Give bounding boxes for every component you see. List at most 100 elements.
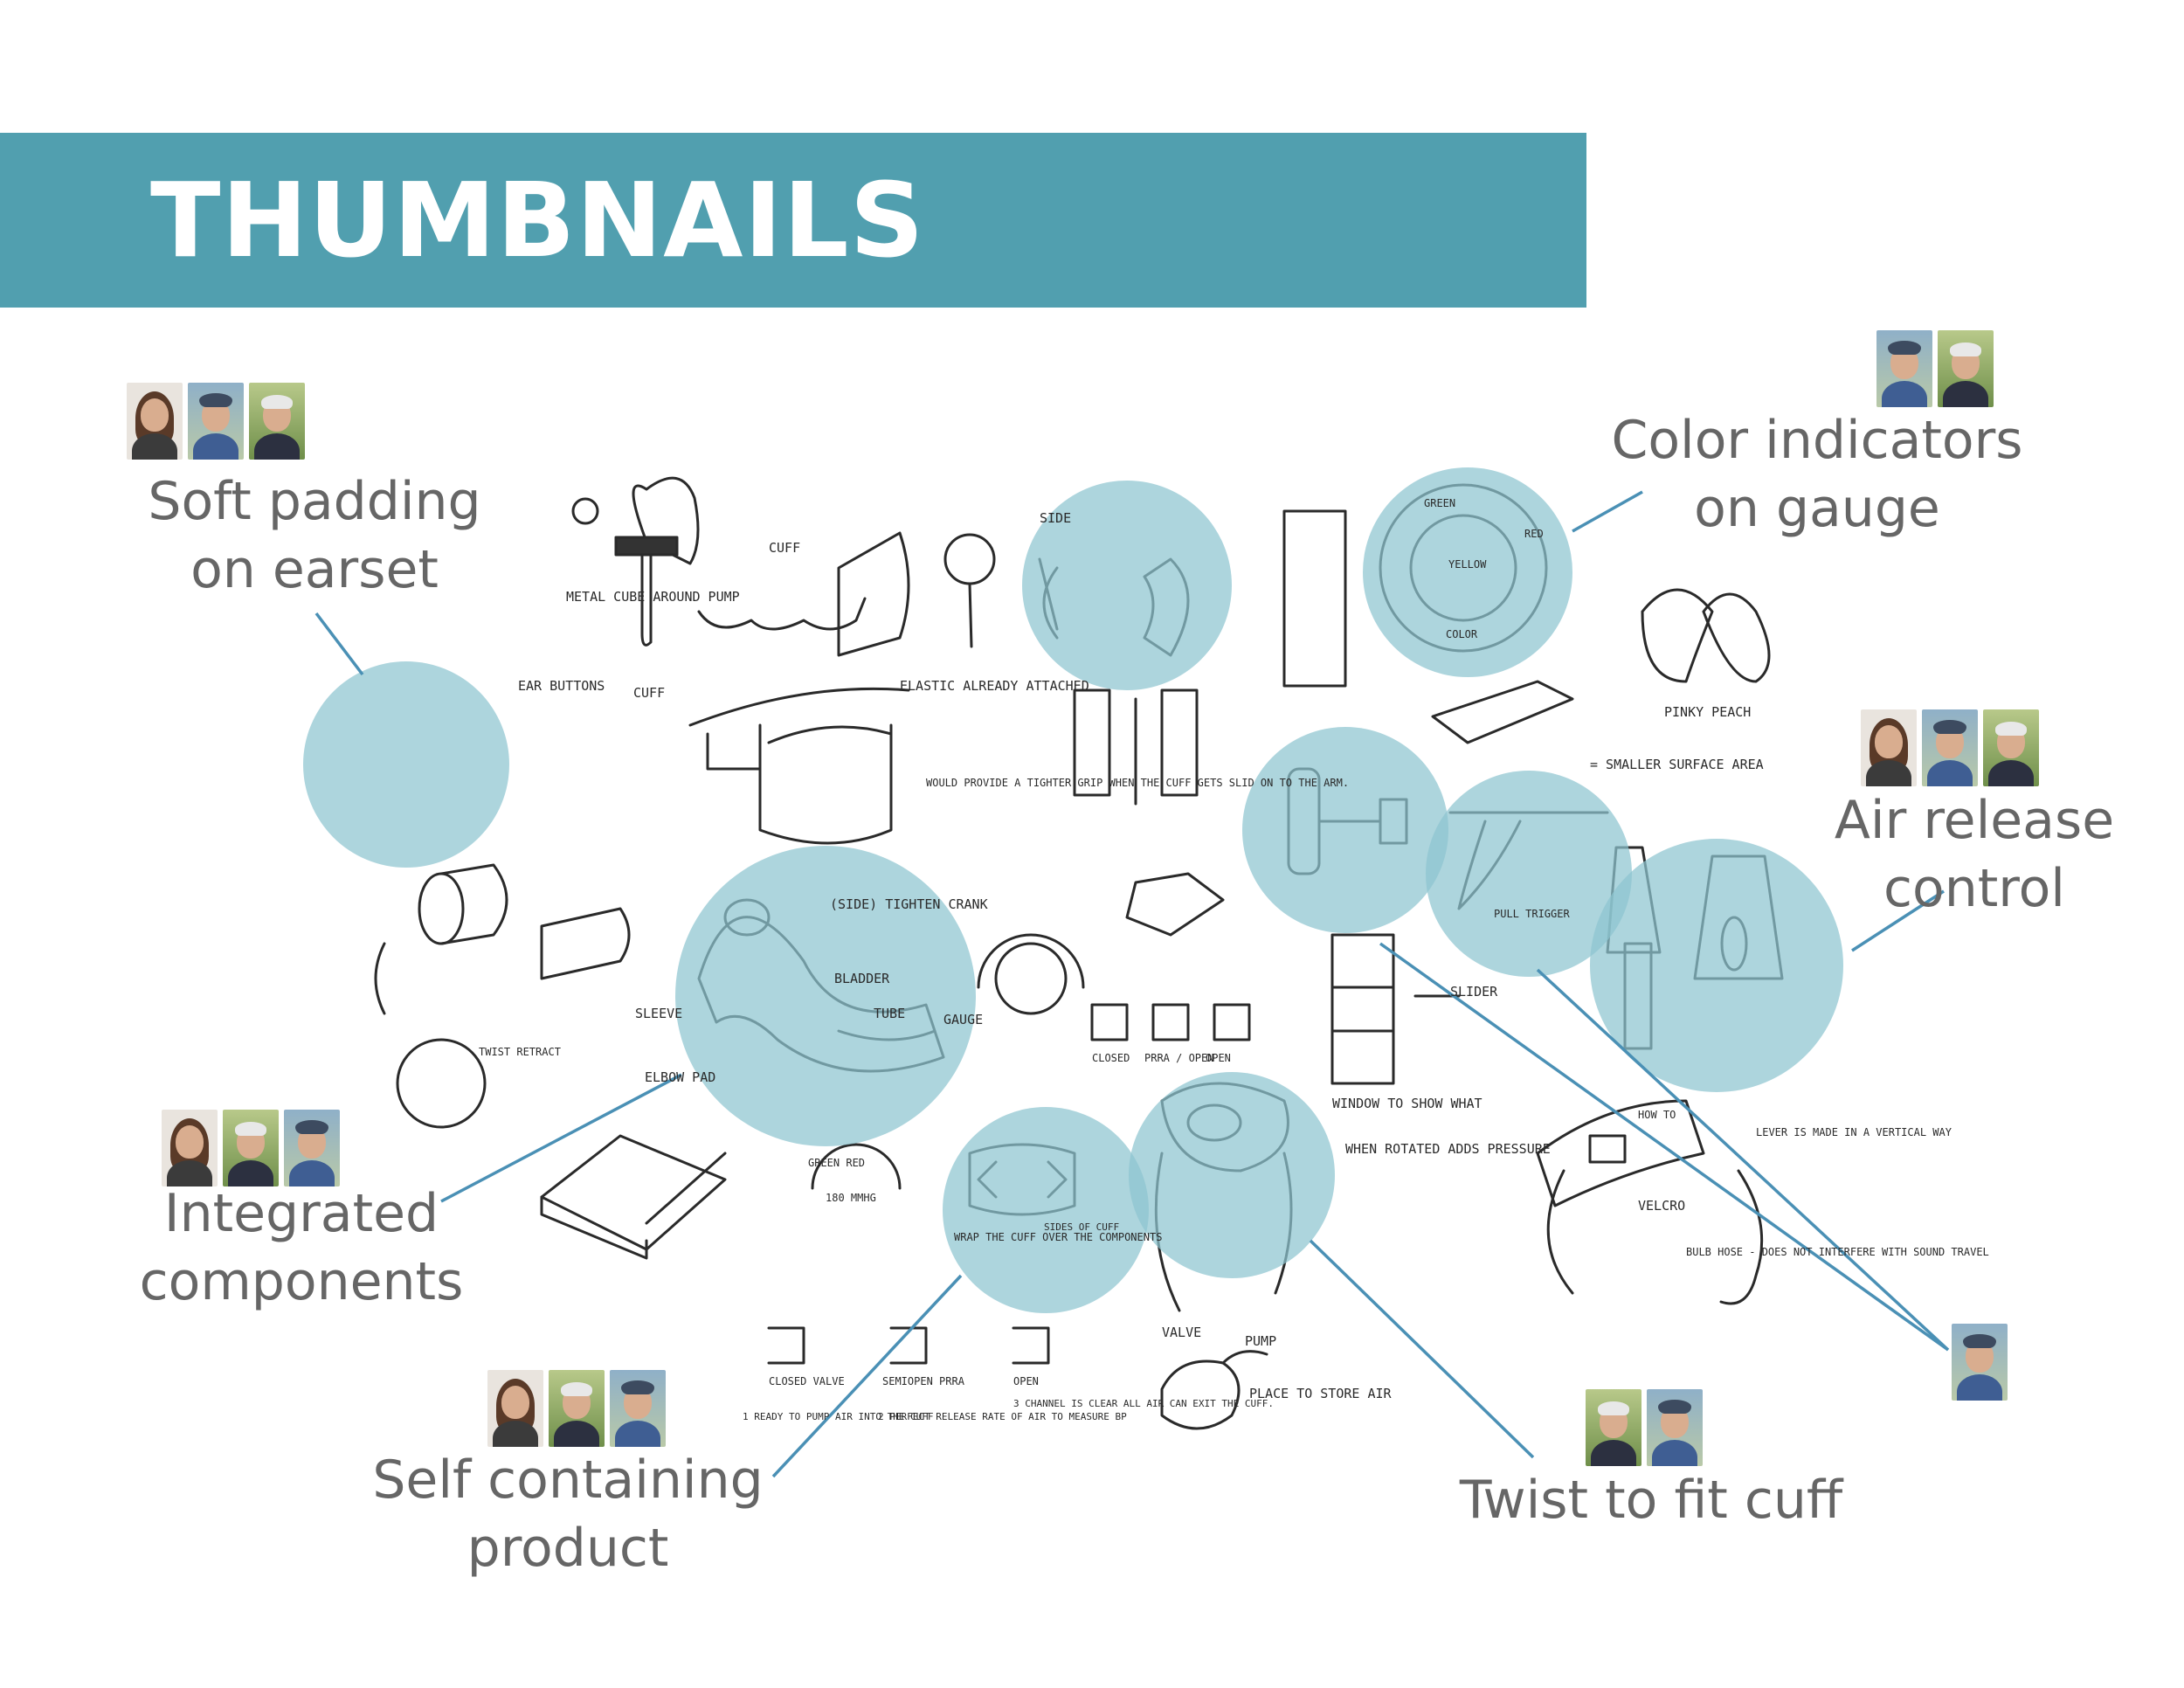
avatars-integrated [162,1110,340,1186]
highlight-wrap-cuff [943,1107,1149,1313]
stopwatch-sketch [811,933,1085,1190]
highlight-circles [303,467,1843,1313]
highlight-side-earpiece [1022,481,1232,690]
note-bulb-hose: BULB HOSE - DOES NOT INTERFERE WITH SOUN… [1686,1246,1989,1258]
note-slider: SLIDER [1450,984,1498,1000]
note-red: RED [1524,528,1544,540]
note-pump: PUMP [1245,1333,1276,1349]
avatar [162,1110,218,1186]
label-line: product [467,1518,669,1579]
note-sleeve: SLEEVE [635,1006,682,1021]
note-closed: CLOSED [1092,1052,1130,1064]
note-velcro: VELCRO [1638,1198,1685,1214]
avatars-single [1952,1324,2008,1401]
note-gauge-numbers: 180 MMHG [826,1192,876,1204]
note-open: OPEN [1206,1052,1231,1064]
label-color-indicators: Color indicators on gauge [1590,406,2044,543]
avatar [1938,330,1994,407]
label-line: Integrated [163,1183,439,1244]
label-soft-padding: Soft padding on earset [131,467,498,604]
note-semiopen: SEMIOPEN PRRA [882,1375,965,1387]
label-twist: Twist to fit cuff [1433,1466,1870,1534]
avatar [127,383,183,460]
note-valve: VALVE [1162,1325,1201,1340]
avatar [249,383,305,460]
avatar [188,383,244,460]
highlight-trigger [1426,771,1632,977]
cuff-top-sketch [697,531,996,657]
valve-sequence-sketch [767,1326,1050,1365]
note-twist-retract: TWIST RETRACT [479,1046,561,1058]
note-bladder: BLADDER [834,971,890,986]
note-tighten-crank: (SIDE) TIGHTEN CRANK [830,896,988,912]
roller-sketch [374,863,631,1129]
earbud-sketch [1641,588,1771,683]
note-smaller-surface: = SMALLER SURFACE AREA [1590,757,1764,772]
note-channel: 3 CHANNEL IS CLEAR ALL AIR CAN EXIT THE … [1013,1398,1274,1409]
label-line: Self containing [372,1449,764,1511]
note-would-provide: WOULD PROVIDE A TIGHTER GRIP WHEN THE CU… [926,777,1349,789]
avatar [1983,709,2039,786]
highlight-gauge [1363,467,1572,677]
note-how-to: HOW TO [1638,1109,1676,1121]
avatar [223,1110,279,1186]
bulb-pump-sketch [1160,1350,1268,1430]
note-color: COLOR [1446,628,1478,640]
note-yellow: YELLOW [1448,558,1487,571]
avatar [1922,709,1978,786]
label-line: components [139,1251,464,1312]
elastic-cuff-sketch [688,687,910,845]
page-title: THUMBNAILS [150,160,925,280]
label-line: Twist to fit cuff [1459,1470,1843,1531]
note-green-red: GREEN RED [808,1157,865,1169]
avatar [284,1110,340,1186]
note-lever: LEVER IS MADE IN A VERTICAL WAY [1756,1126,1952,1138]
note-pinky-peach: PINKY PEACH [1664,704,1751,720]
label-line: on earset [190,539,439,600]
avatars-color-indicators [1876,330,1994,407]
label-line: Soft padding [148,471,481,532]
avatar [1876,330,1932,407]
label-air-release: Air release control [1800,786,2149,923]
note-pull-trigger: PULL TRIGGER [1494,908,1570,920]
note-when-rotated: WHEN ROTATED ADDS PRESSURE [1345,1141,1551,1157]
slider-sketch [1330,933,1461,1085]
highlight-arm-cuff [675,846,976,1146]
avatars-twist [1586,1389,1703,1466]
label-line: control [1883,858,2065,919]
valve-sketch [1090,872,1251,1041]
note-elastic: ELASTIC ALREADY ATTACHED [900,678,1089,694]
label-line: Air release [1834,790,2115,851]
book-sketch [540,1134,727,1260]
label-integrated: Integrated components [131,1180,472,1316]
note-elbow-pad: ELBOW PAD [645,1069,715,1085]
label-line: Color indicators [1611,410,2023,471]
cuff-screen-sketch [1536,1099,1764,1305]
label-line: on gauge [1694,478,1940,539]
note-gauge: GAUGE [943,1012,983,1027]
note-green: GREEN [1424,497,1455,509]
avatar [1952,1324,2008,1401]
highlight-t-handle [1242,727,1448,933]
note-ready-pump: 1 READY TO PUMP AIR INTO THE CUFF [743,1411,934,1422]
avatar [610,1370,666,1447]
note-side: SIDE [1040,510,1071,526]
note-metal-cube: METAL CUBE AROUND PUMP [566,589,740,605]
connector-lines [314,490,1950,1478]
note-sides-of-cuff: SIDES OF CUFF [1044,1221,1119,1233]
note-perfect-release: 2 PERFECT RELEASE RATE OF AIR TO MEASURE… [878,1411,1127,1422]
label-self-containing: Self containing product [363,1446,773,1582]
pump-sketch [571,476,700,647]
note-place-store: PLACE TO STORE AIR [1249,1386,1393,1401]
note-open-bottom: OPEN [1013,1375,1039,1387]
avatar [549,1370,605,1447]
avatars-air-release [1861,709,2039,786]
highlight-earset [303,661,509,868]
note-wrap-cuff: WRAP THE CUFF OVER THE COMPONENTS [954,1231,1162,1243]
avatar [1586,1389,1641,1466]
note-ear-buttons: EAR BUTTONS [518,678,605,694]
note-prra-open: PRRA / OPEN [1144,1052,1213,1064]
avatars-self-containing [487,1370,666,1447]
avatar [1861,709,1917,786]
